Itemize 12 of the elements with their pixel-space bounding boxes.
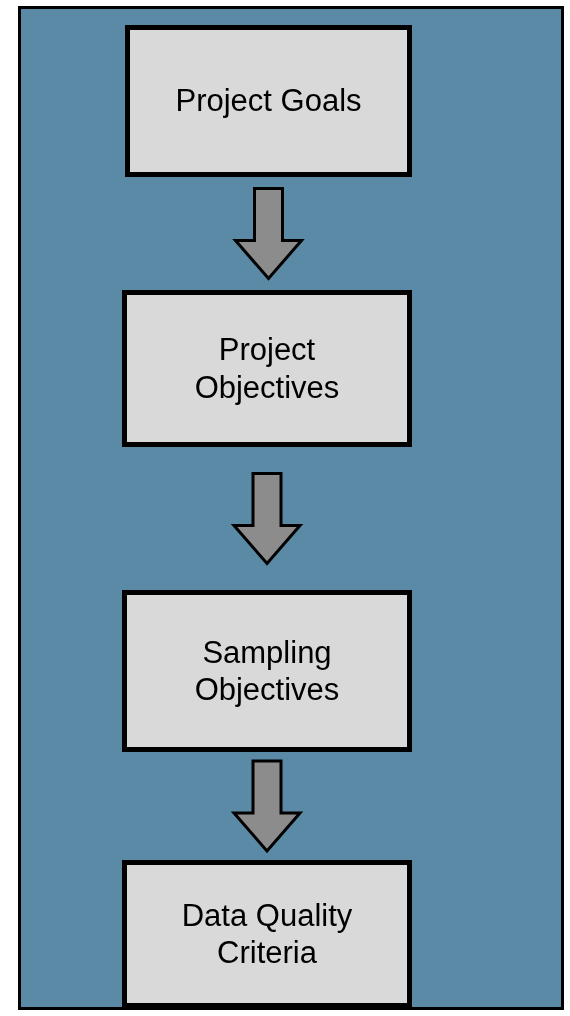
block-arrow <box>230 472 304 566</box>
process-box <box>125 25 412 177</box>
process-box <box>122 860 412 1008</box>
box-label: Project Goals <box>175 82 362 120</box>
process-box <box>122 590 412 752</box>
box-label: Data Quality Criteria <box>180 896 354 972</box>
box-label: Project Objectives <box>193 331 341 406</box>
block-arrow <box>230 759 304 854</box>
box-label: Sampling Objectives <box>193 633 341 709</box>
block-arrow <box>232 187 305 281</box>
panel-background <box>18 6 564 1010</box>
process-box <box>122 290 412 447</box>
